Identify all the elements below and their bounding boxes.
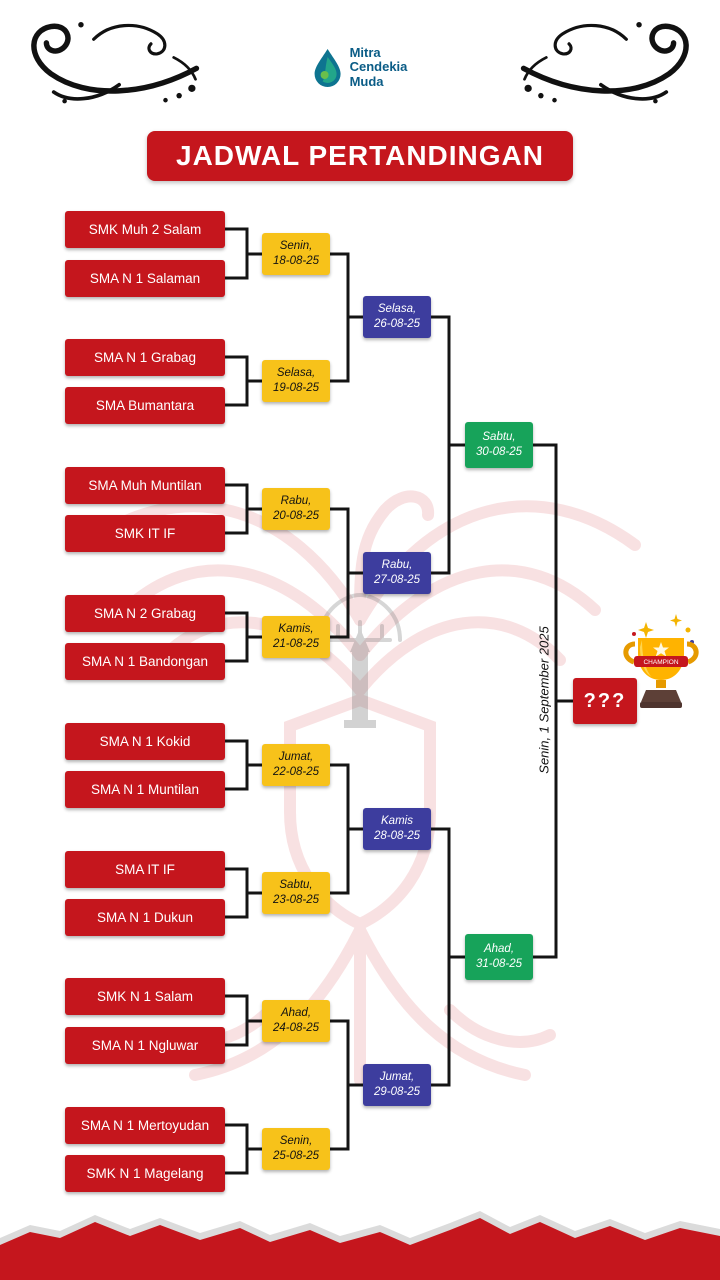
match-day: Kamis,: [278, 623, 314, 636]
team-box: SMA N 2 Grabag: [65, 595, 225, 632]
match-day: Jumat,: [278, 751, 314, 764]
match-date: 26-08-25: [373, 318, 421, 330]
team-box: SMK N 1 Salam: [65, 978, 225, 1015]
match-day: Sabtu,: [279, 879, 313, 892]
match-day: Selasa,: [276, 367, 316, 380]
match-slot-round1: Kamis, 21-08-25: [262, 616, 330, 658]
match-slot-round1: Jumat, 22-08-25: [262, 744, 330, 786]
brand-line-3: Muda: [349, 73, 384, 89]
match-slot-round2: Rabu, 27-08-25: [363, 552, 431, 594]
match-slot-round1: Rabu, 20-08-25: [262, 488, 330, 530]
match-day: Jumat,: [379, 1071, 415, 1084]
torn-paper-edge: [0, 1211, 720, 1280]
match-slot-round1: Senin, 25-08-25: [262, 1128, 330, 1170]
match-slot-round2: Kamis 28-08-25: [363, 808, 431, 850]
team-box: SMA N 1 Kokid: [65, 723, 225, 760]
team-box: SMA N 1 Mertoyudan: [65, 1107, 225, 1144]
match-day: Rabu,: [280, 495, 312, 508]
match-date: 28-08-25: [373, 830, 421, 842]
brand-line-1: Mitra: [349, 45, 381, 60]
team-box: SMK Muh 2 Salam: [65, 211, 225, 248]
team-box: SMA N 1 Muntilan: [65, 771, 225, 808]
logo-drop-icon: [314, 49, 341, 88]
match-day: Ahad,: [280, 1007, 312, 1020]
team-box: SMK N 1 Magelang: [65, 1155, 225, 1192]
match-slot-round2: Jumat, 29-08-25: [363, 1064, 431, 1106]
match-date: 22-08-25: [272, 766, 320, 778]
match-slot-round1: Sabtu, 23-08-25: [262, 872, 330, 914]
match-slot-round1: Selasa, 19-08-25: [262, 360, 330, 402]
team-box: SMA N 1 Dukun: [65, 899, 225, 936]
page-title: JADWAL PERTANDINGAN: [147, 131, 573, 181]
team-box: SMA N 1 Bandongan: [65, 643, 225, 680]
trophy-icon: CHAMPION: [623, 614, 699, 708]
brand-logo: Mitra Cendekia Muda: [313, 45, 408, 89]
flourish-right-icon: [520, 22, 689, 104]
match-day: Senin,: [279, 1135, 313, 1148]
match-day: Selasa,: [377, 303, 417, 316]
garuda-watermark-icon: [79, 490, 641, 1086]
match-day: Sabtu,: [482, 431, 516, 444]
match-slot-round2: Selasa, 26-08-25: [363, 296, 431, 338]
final-schedule-label: Senin, 1 September 2025: [536, 626, 552, 774]
match-day: Senin,: [279, 240, 313, 253]
team-box: SMK IT IF: [65, 515, 225, 552]
match-date: 29-08-25: [373, 1086, 421, 1098]
team-box: SMA Bumantara: [65, 387, 225, 424]
match-day: Kamis: [381, 815, 413, 828]
match-date: 20-08-25: [272, 510, 320, 522]
team-box: SMA N 1 Grabag: [65, 339, 225, 376]
match-slot-semifinal: Sabtu, 30-08-25: [465, 422, 533, 468]
match-slot-round1: Ahad, 24-08-25: [262, 1000, 330, 1042]
match-date: 19-08-25: [272, 382, 320, 394]
match-day: Ahad,: [483, 943, 515, 956]
team-box: SMA N 1 Ngluwar: [65, 1027, 225, 1064]
match-date: 31-08-25: [475, 958, 523, 970]
team-box: SMA Muh Muntilan: [65, 467, 225, 504]
match-date: 18-08-25: [272, 255, 320, 267]
flourish-left-icon: [31, 22, 200, 104]
trophy-banner-text: CHAMPION: [643, 659, 678, 666]
match-date: 24-08-25: [272, 1022, 320, 1034]
match-slot-round1: Senin, 18-08-25: [262, 233, 330, 275]
match-date: 23-08-25: [272, 894, 320, 906]
match-date: 27-08-25: [373, 574, 421, 586]
match-date: 21-08-25: [272, 638, 320, 650]
brand-name: Mitra Cendekia Muda: [349, 45, 408, 89]
match-slot-semifinal: Ahad, 31-08-25: [465, 934, 533, 980]
match-date: 30-08-25: [475, 446, 523, 458]
final-winner-box: ???: [573, 678, 637, 724]
team-box: SMA IT IF: [65, 851, 225, 888]
brand-line-2: Cendekia: [349, 59, 408, 75]
match-date: 25-08-25: [272, 1150, 320, 1162]
match-day: Rabu,: [381, 559, 413, 572]
team-box: SMA N 1 Salaman: [65, 260, 225, 297]
